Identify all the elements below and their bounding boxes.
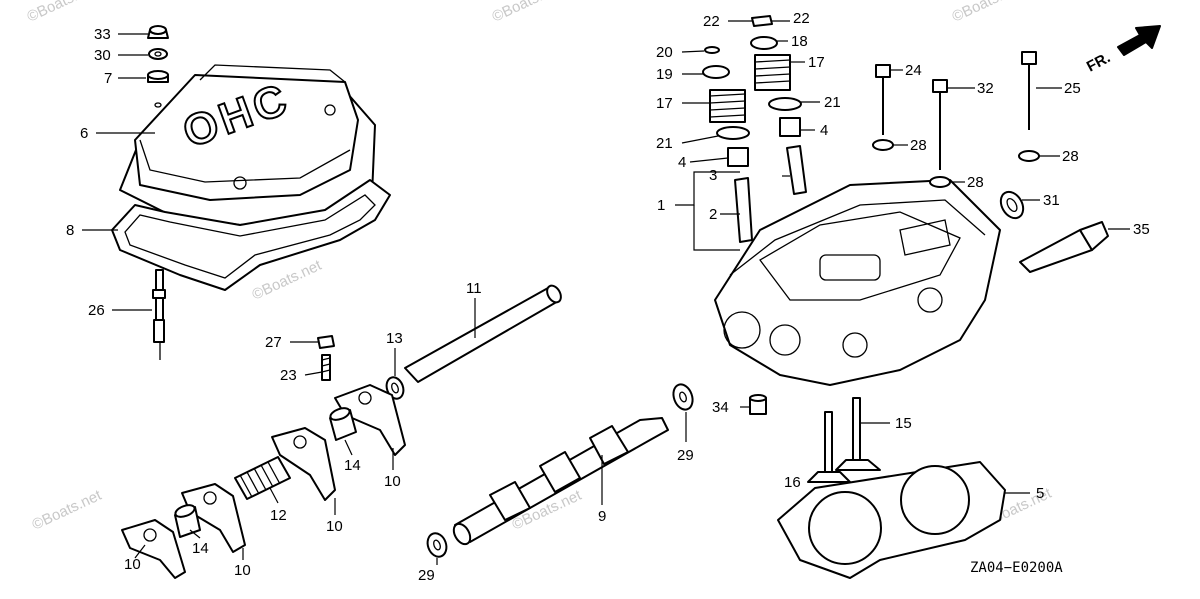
callout-32: 32 <box>977 80 994 97</box>
head-bolt <box>929 79 951 188</box>
callout-28: 28 <box>967 174 984 191</box>
callout-5: 5 <box>1036 485 1044 502</box>
front-direction-arrow: FR. <box>1084 25 1161 76</box>
diagram-reference-code: ZA04−E0200A <box>970 560 1063 576</box>
camshaft-washer <box>426 532 448 558</box>
rocker-collar <box>174 504 201 538</box>
rocker-collar <box>329 407 357 441</box>
callout-21: 21 <box>656 135 673 152</box>
watermark: ©Boats.net <box>950 0 1025 26</box>
valve-cotter <box>704 15 773 54</box>
cover-nut-washers <box>147 25 169 108</box>
cover-stud <box>152 269 166 360</box>
callout-27: 27 <box>265 334 282 351</box>
watermark: ©Boats.net <box>25 0 100 26</box>
callout-11: 11 <box>466 280 482 297</box>
callout-4: 4 <box>820 122 828 139</box>
valve-stem-seal <box>779 117 801 137</box>
callout-24: 24 <box>905 62 922 79</box>
callout-7: 7 <box>104 70 112 87</box>
callout-4: 4 <box>678 154 686 171</box>
callout-28: 28 <box>910 137 927 154</box>
callout-12: 12 <box>270 507 287 524</box>
callout-20: 20 <box>656 44 673 61</box>
callout-14: 14 <box>192 540 209 557</box>
callout-numbers: 33 30 7 6 8 26 27 23 13 11 14 10 10 12 1… <box>66 10 1150 584</box>
rocker-shaft <box>404 284 562 383</box>
callout-18: 18 <box>791 33 808 50</box>
spark-plug <box>1019 221 1109 273</box>
callout-31: 31 <box>1043 192 1060 209</box>
callout-22: 22 <box>793 10 810 27</box>
callout-2: 2 <box>709 206 717 223</box>
callout-8: 8 <box>66 222 74 239</box>
callout-9: 9 <box>598 508 606 525</box>
callout-14: 14 <box>344 457 361 474</box>
spring-seat <box>716 97 802 140</box>
oil-seal <box>999 190 1025 220</box>
callout-34: 34 <box>712 399 729 416</box>
callout-13: 13 <box>386 330 403 347</box>
callout-22: 22 <box>703 13 720 30</box>
valve-stem-seal <box>727 147 749 167</box>
callout-19: 19 <box>656 66 673 83</box>
callout-28: 28 <box>1062 148 1079 165</box>
callout-25: 25 <box>1064 80 1081 97</box>
leader-lines <box>82 20 1130 565</box>
valve <box>835 397 881 471</box>
callout-16: 16 <box>784 474 801 491</box>
rocker-arm <box>271 427 336 501</box>
camshaft <box>452 417 669 546</box>
valve-guide <box>734 177 753 243</box>
callout-1: 1 <box>657 197 665 214</box>
front-label: FR. <box>1084 49 1113 75</box>
watermark: ©Boats.net <box>490 0 565 26</box>
cylinder-head <box>714 179 1001 386</box>
head-bolt <box>872 64 894 151</box>
head-gasket <box>777 461 1006 579</box>
head-bolt <box>1018 51 1040 162</box>
spring-retainer <box>702 36 778 79</box>
valve-spring <box>709 54 791 123</box>
callout-15: 15 <box>895 415 912 432</box>
valve-guide <box>786 145 807 195</box>
adjust-nut-screw <box>317 335 335 381</box>
callout-6: 6 <box>80 125 88 142</box>
callout-35: 35 <box>1133 221 1150 238</box>
callout-26: 26 <box>88 302 105 319</box>
watermark: ©Boats.net <box>30 486 105 533</box>
dowel-pin <box>749 394 767 415</box>
callout-17: 17 <box>656 95 673 112</box>
cylinder-head-cover: OHC <box>119 64 376 226</box>
callout-29: 29 <box>677 447 694 464</box>
callout-29: 29 <box>418 567 435 584</box>
shaft-washer <box>385 376 405 400</box>
callout-10: 10 <box>234 562 251 579</box>
rocker-arm <box>121 519 186 579</box>
callout-23: 23 <box>280 367 297 384</box>
callout-17: 17 <box>808 54 825 71</box>
callout-33: 33 <box>94 26 111 43</box>
callout-30: 30 <box>94 47 111 64</box>
callout-10: 10 <box>326 518 343 535</box>
callout-10: 10 <box>124 556 141 573</box>
cover-gasket <box>111 179 391 291</box>
callout-21: 21 <box>824 94 841 111</box>
camshaft-washer <box>672 383 694 411</box>
valve <box>807 411 851 483</box>
callout-3: 3 <box>709 167 717 184</box>
rocker-spring <box>234 456 291 500</box>
callout-10: 10 <box>384 473 401 490</box>
